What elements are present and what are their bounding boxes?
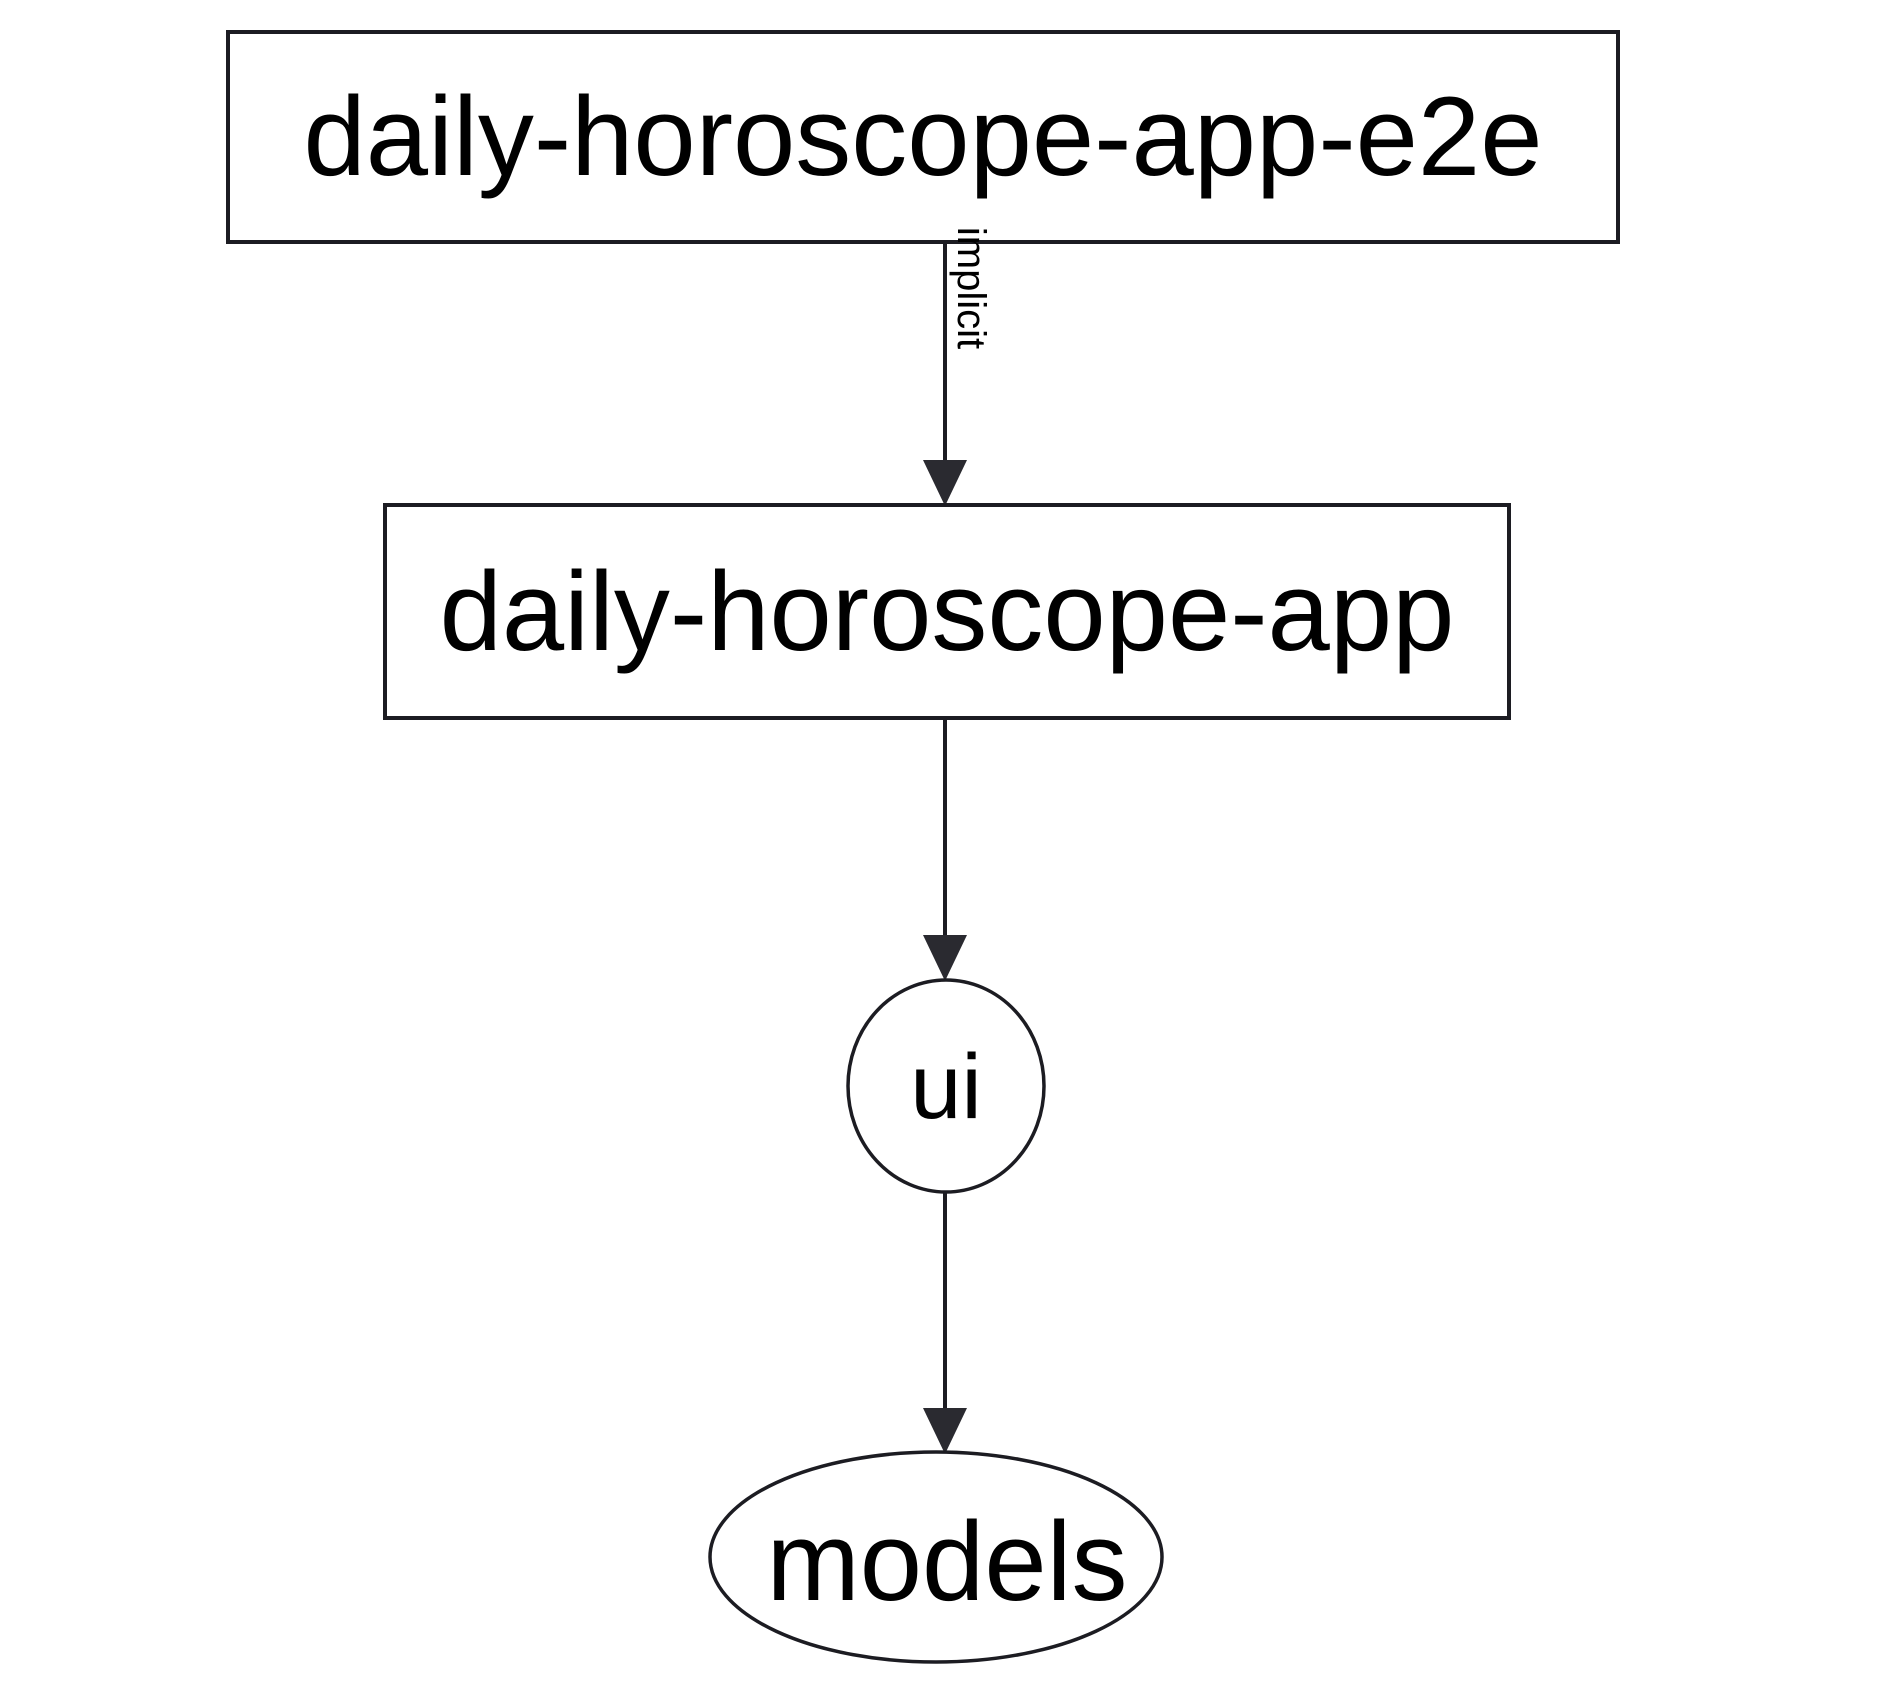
node-daily-horoscope-app-e2e[interactable]: daily-horoscope-app-e2e bbox=[226, 30, 1620, 244]
node-label: ui bbox=[910, 1036, 982, 1138]
node-models[interactable]: models bbox=[708, 1450, 1164, 1664]
node-label: daily-horoscope-app bbox=[440, 549, 1455, 674]
node-daily-horoscope-app[interactable]: daily-horoscope-app bbox=[383, 503, 1511, 720]
arrowhead-icon bbox=[923, 935, 967, 981]
node-ui[interactable]: ui bbox=[846, 978, 1046, 1194]
node-rectangle bbox=[226, 30, 1620, 244]
node-rectangle bbox=[383, 503, 1511, 720]
node-label: models bbox=[766, 1499, 1127, 1624]
edge-app-to-ui[interactable] bbox=[923, 718, 967, 981]
arrowhead-icon bbox=[923, 460, 967, 506]
node-ellipse bbox=[708, 1450, 1164, 1664]
edge-ui-to-models[interactable] bbox=[923, 1193, 967, 1454]
edge-label-implicit-group: implicit bbox=[949, 227, 993, 349]
arrowhead-icon bbox=[923, 1408, 967, 1454]
edge-e2e-to-app[interactable] bbox=[923, 242, 967, 506]
node-circle bbox=[846, 978, 1046, 1194]
node-label: daily-horoscope-app-e2e bbox=[304, 74, 1543, 199]
edge-label-implicit: implicit bbox=[949, 227, 993, 349]
